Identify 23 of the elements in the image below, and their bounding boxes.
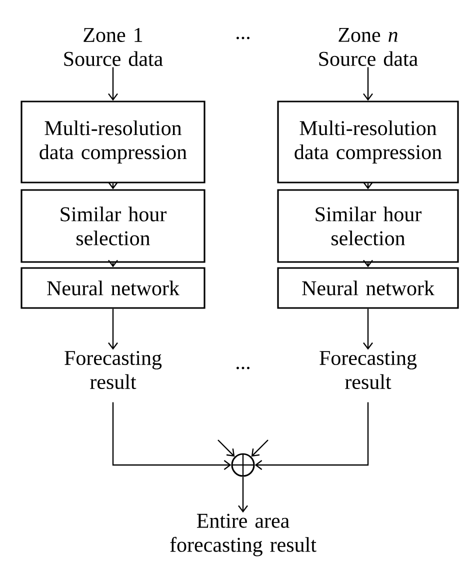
arrow [112, 402, 232, 470]
arrow [108, 308, 118, 350]
text-label: Zone n Source data [319, 28, 418, 66]
text-label: Entire area forecasting result [170, 514, 316, 556]
process-box: Similar hour selection [277, 189, 459, 263]
ellipsis: ... [236, 36, 250, 40]
process-box: Neural network [277, 267, 459, 309]
arrow [254, 402, 369, 470]
process-box: Multi-resolution data compression [277, 100, 459, 184]
summing-junction [231, 453, 255, 477]
process-box: Neural network [20, 267, 206, 309]
text-label: Forecasting result [64, 350, 162, 390]
arrow [251, 440, 268, 457]
arrow [238, 476, 248, 513]
arrow [363, 67, 373, 101]
ellipsis: ... [236, 366, 250, 370]
process-box: Similar hour selection [20, 189, 206, 263]
arrow [363, 308, 373, 350]
arrow [108, 67, 118, 101]
text-label: Forecasting result [320, 350, 417, 390]
process-box: Multi-resolution data compression [20, 100, 206, 184]
arrow [218, 440, 235, 457]
text-label: Zone 1 Source data [64, 28, 163, 66]
